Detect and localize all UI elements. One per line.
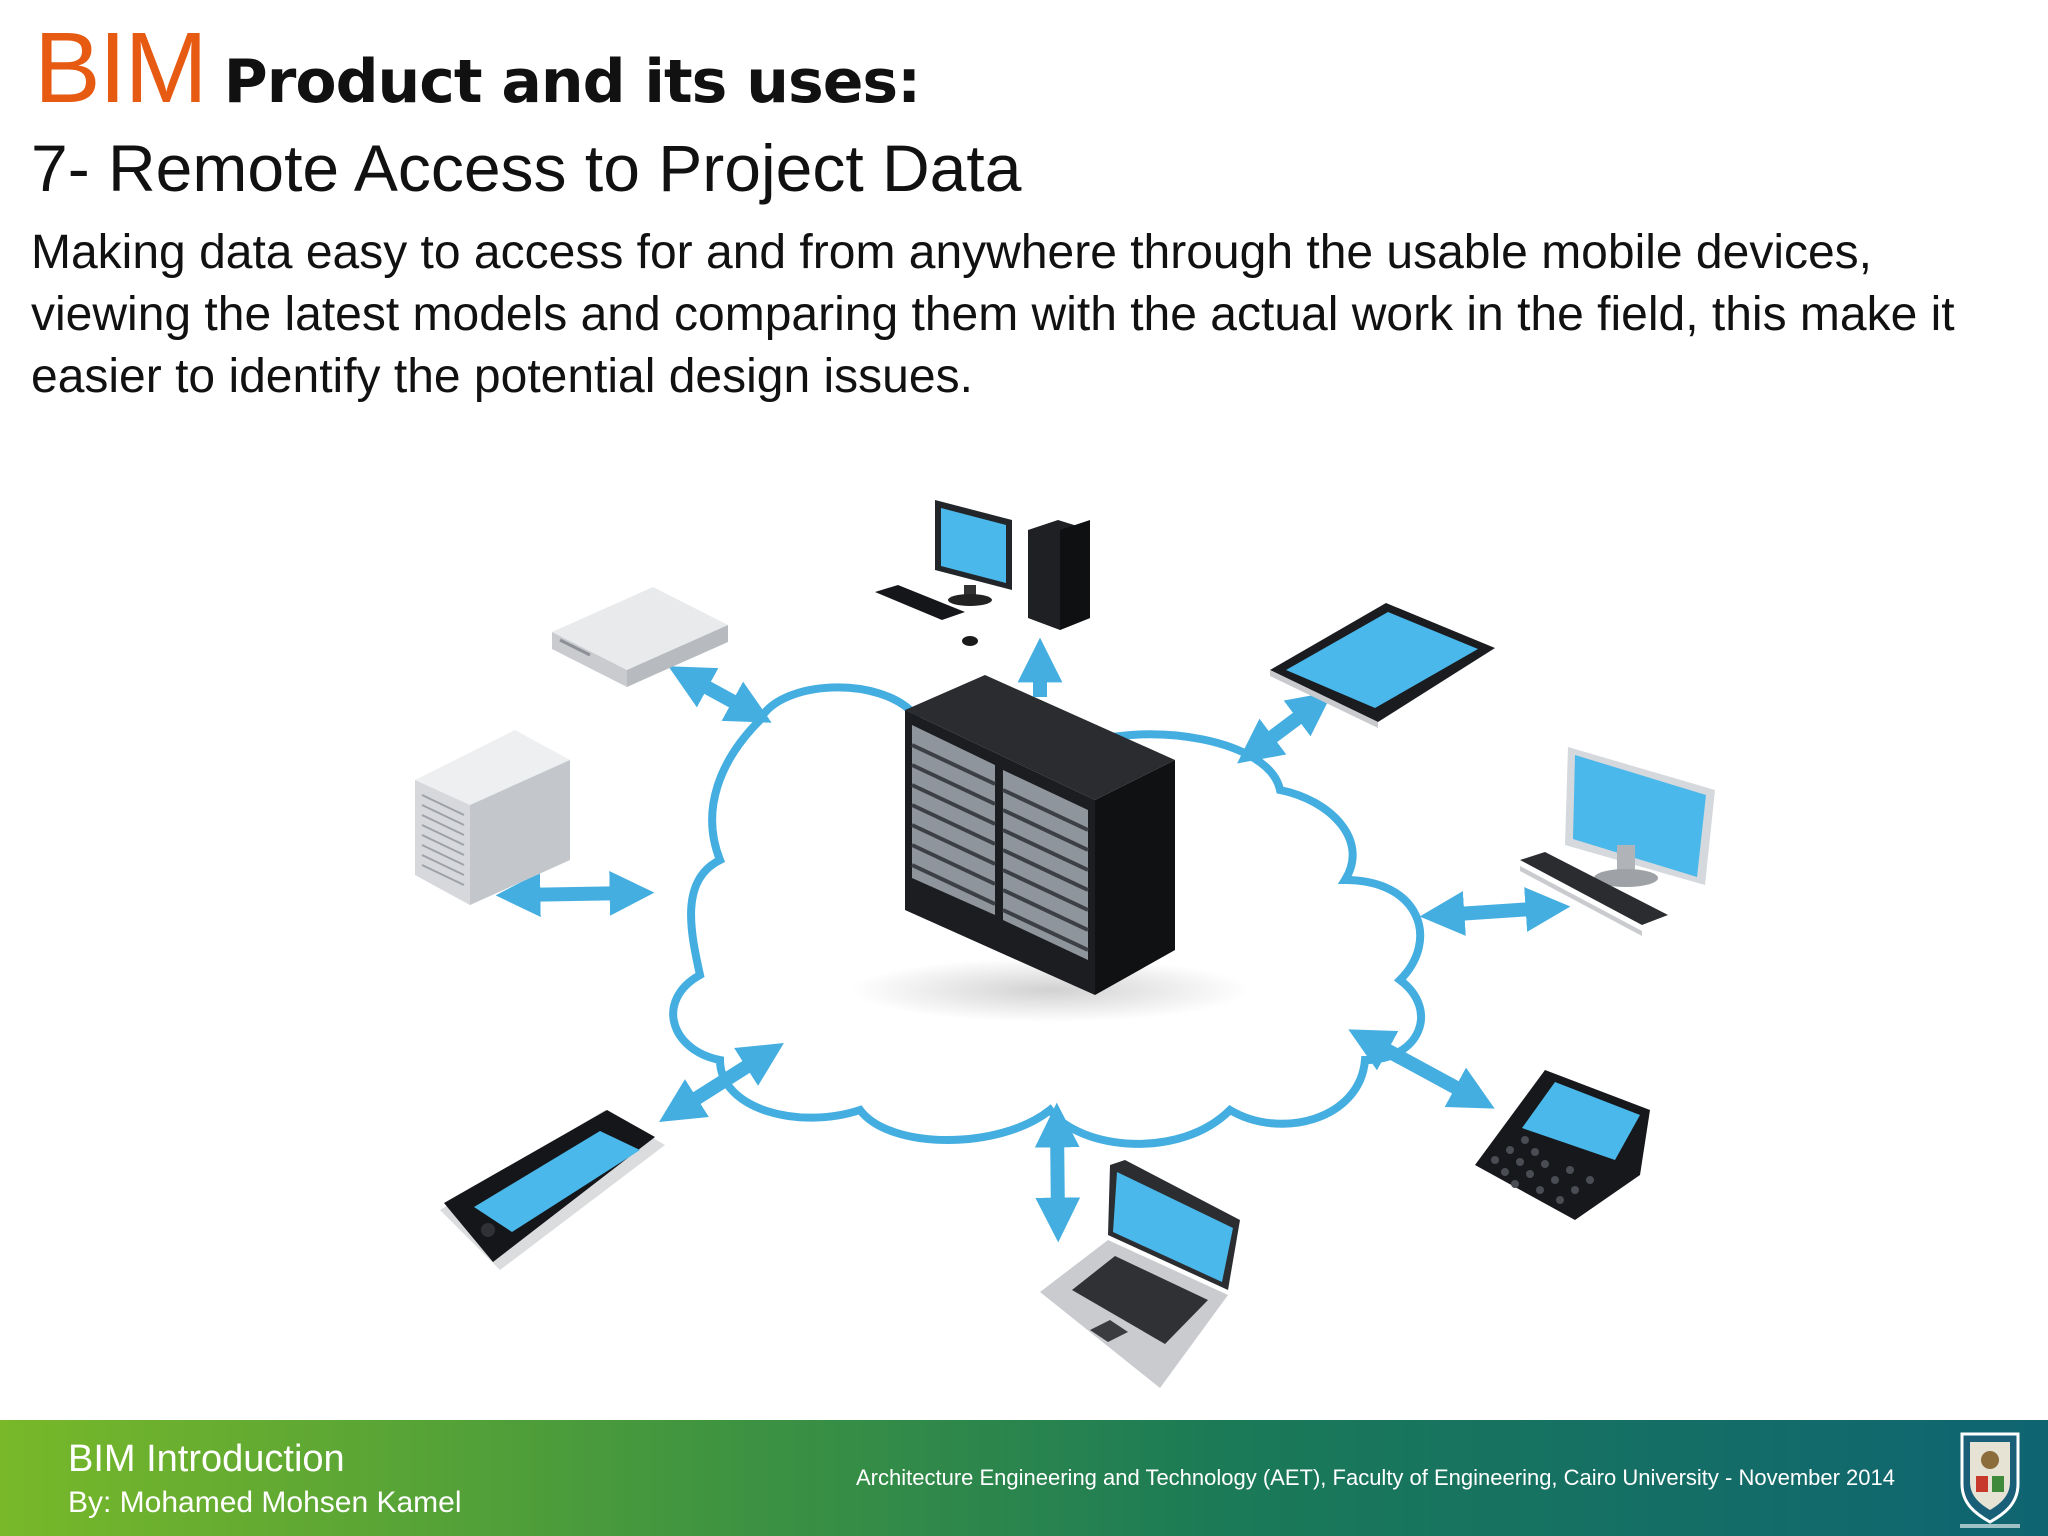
title-accent: BIM	[34, 12, 208, 124]
footer-author: By: Mohamed Mohsen Kamel	[68, 1486, 462, 1519]
footer-affiliation: Architecture Engineering and Technology …	[856, 1465, 1895, 1490]
cloud-network-illustration	[415, 500, 1715, 1388]
tablet-icon	[1270, 603, 1495, 728]
laptop-icon	[1040, 1160, 1240, 1388]
slide-body-text: Making data easy to access for and from …	[31, 226, 1955, 403]
slide-subtitle: 7- Remote Access to Project Data	[31, 131, 1022, 205]
footer-course-title: BIM Introduction	[68, 1438, 345, 1480]
university-crest-icon	[1960, 1432, 2020, 1528]
smartphone-icon	[440, 1110, 665, 1270]
monitor-keyboard-icon	[1520, 747, 1715, 936]
server-rack-icon	[905, 675, 1175, 995]
blackberry-phone-icon	[1475, 1070, 1650, 1220]
title-main: Product and its uses:	[223, 47, 921, 117]
desktop-computer-icon	[875, 500, 1090, 646]
tower-server-icon	[415, 730, 570, 905]
slide-footer: BIM Introduction By: Mohamed Mohsen Kame…	[0, 1420, 2048, 1536]
network-box-icon	[552, 587, 728, 687]
